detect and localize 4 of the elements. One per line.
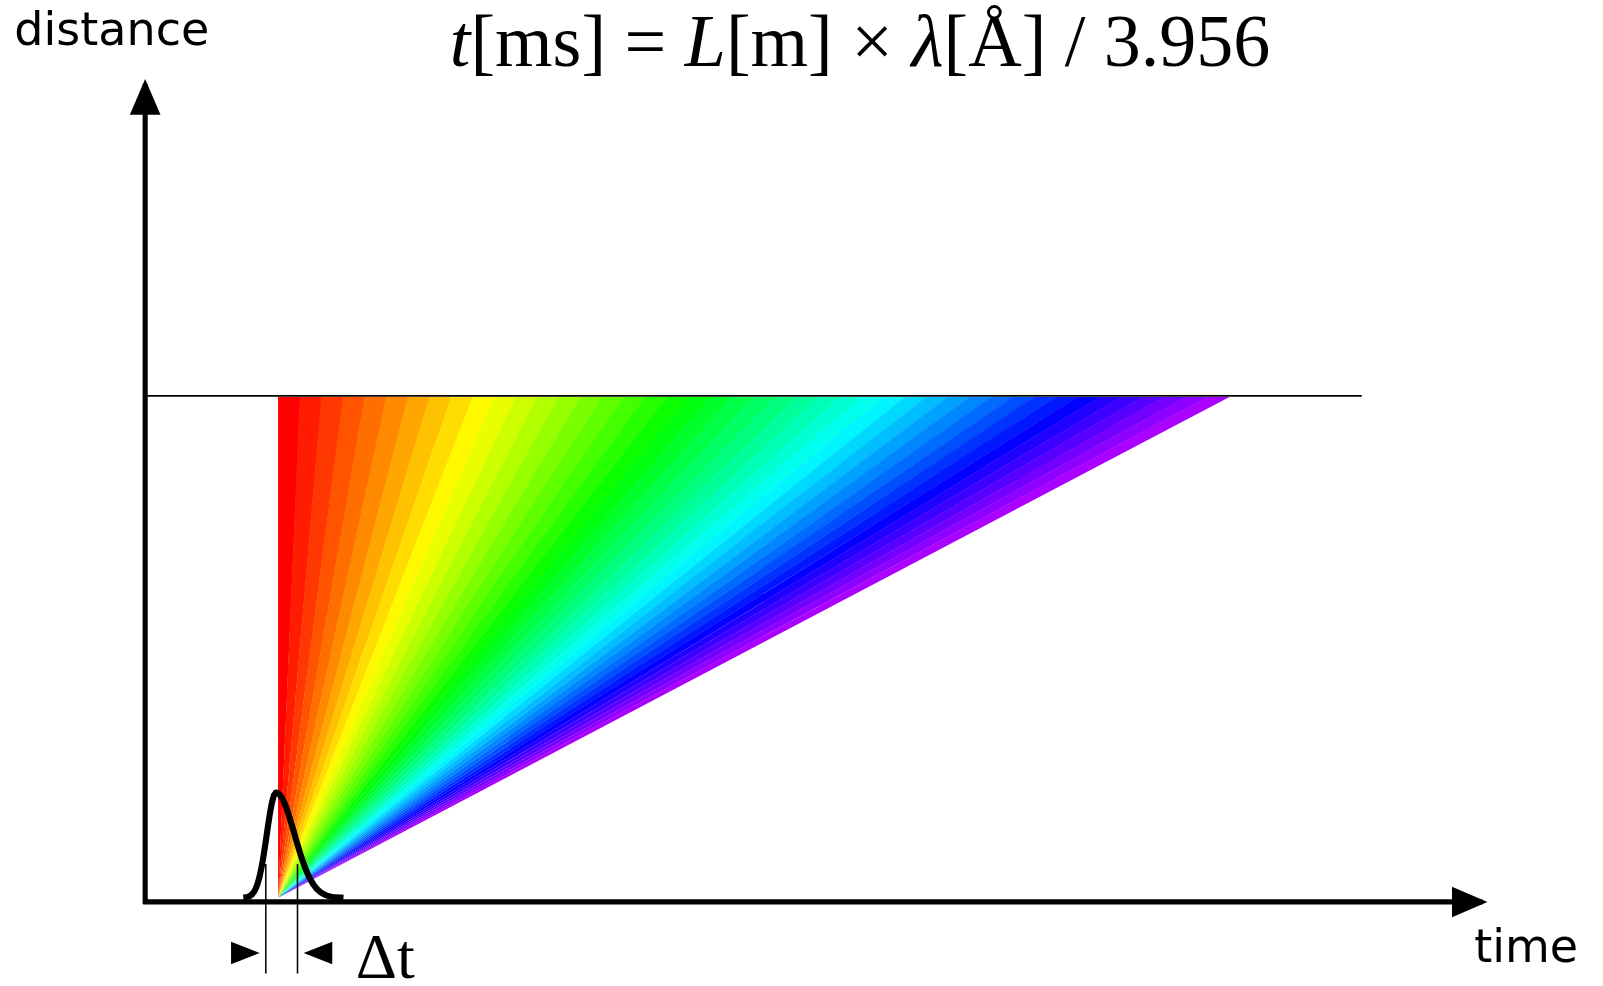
interval-label: Δt bbox=[355, 925, 415, 986]
axis-label: distance bbox=[14, 6, 210, 53]
formula: t[ms] = L[m] × λ[Å] / 3.956 bbox=[449, 4, 1271, 79]
axis-label: time bbox=[1474, 923, 1579, 970]
